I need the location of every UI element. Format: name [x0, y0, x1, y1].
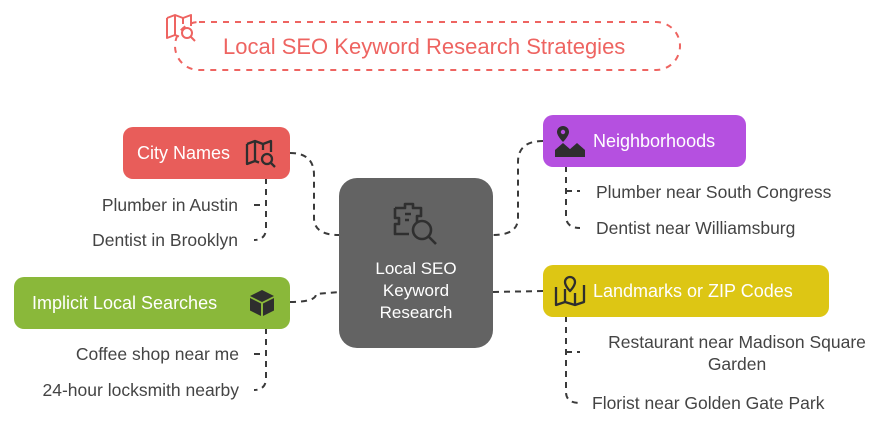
node-city-names: City Names	[123, 127, 290, 179]
connector-landmark-leaf	[565, 316, 581, 404]
map-pin-icon	[554, 275, 586, 307]
node-neighborhoods: Neighborhoods	[543, 115, 746, 167]
cube-icon	[250, 290, 274, 316]
leaf-plumber-south-congress: Plumber near South Congress	[596, 182, 832, 202]
node-city-names-label: City Names	[137, 143, 231, 163]
leaf-dentist-williamsburg: Dentist near Williamsburg	[596, 218, 796, 238]
connector-neigh-leaf	[565, 166, 581, 229]
connector-city-center	[289, 152, 340, 236]
connector-neigh-center	[492, 140, 544, 236]
leaf-restaurant-line-2: Garden	[707, 354, 767, 374]
title-sunburst-border	[174, 21, 681, 71]
connector-implicit-leaf	[253, 328, 267, 391]
central-topic-label: Local SEO Keyword Research	[339, 258, 493, 324]
connector-landmark-center	[492, 290, 544, 293]
map-search-icon	[245, 139, 276, 168]
central-topic-line-3: Research	[379, 303, 453, 322]
leaf-plumber-austin: Plumber in Austin	[101, 195, 238, 215]
leaf-restaurant-madison: Restaurant near Madison Square Garden	[588, 331, 886, 375]
node-implicit-label: Implicit Local Searches	[32, 293, 218, 313]
node-landmarks-zip: Landmarks or ZIP Codes	[543, 265, 829, 317]
leaf-coffee-shop: Coffee shop near me	[75, 344, 239, 364]
node-landmarks-label: Landmarks or ZIP Codes	[593, 281, 793, 301]
leaf-florist-golden-gate: Florist near Golden Gate Park	[592, 393, 825, 413]
neighborhood-pin-icon	[555, 126, 585, 157]
map-search-icon	[166, 14, 196, 42]
leaf-restaurant-line-1: Restaurant near Madison Square	[608, 332, 866, 352]
page-title: Local SEO Keyword Research Strategies	[223, 34, 626, 59]
leaf-locksmith: 24-hour locksmith nearby	[42, 380, 239, 400]
connector-implicit-center	[289, 291, 340, 303]
node-neighborhoods-label: Neighborhoods	[593, 131, 716, 151]
node-implicit-local-searches: Implicit Local Searches	[14, 277, 290, 329]
central-topic-line-2: Keyword	[382, 281, 450, 300]
central-topic-line-1: Local SEO	[375, 259, 457, 278]
title-block: Local SEO Keyword Research Strategies	[165, 12, 690, 80]
central-topic-node: Local SEO Keyword Research	[339, 178, 493, 348]
leaf-dentist-brooklyn: Dentist in Brooklyn	[92, 230, 238, 250]
connector-city-leaf	[253, 178, 267, 241]
puzzle-search-icon	[393, 202, 437, 245]
